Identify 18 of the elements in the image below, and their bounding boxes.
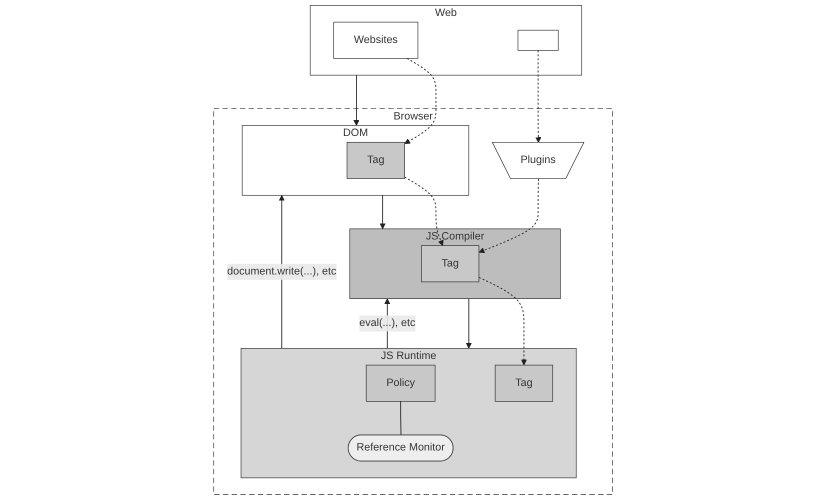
node-box: Websites	[334, 22, 419, 59]
arrow	[354, 74, 360, 126]
arrow	[404, 58, 437, 144]
connector	[400, 400, 402, 436]
arrow	[279, 195, 286, 349]
node-box: Tag	[347, 142, 406, 179]
node-box: Tag	[495, 364, 554, 402]
node-box: Tag	[421, 245, 480, 282]
node-box: Policy	[366, 364, 436, 402]
node-box	[518, 30, 559, 51]
arrow	[404, 176, 444, 246]
arrow	[478, 178, 540, 254]
edge-label: eval(...), etc	[360, 317, 416, 329]
edge-label: document.write(...), etc	[227, 266, 337, 278]
arrow	[478, 276, 528, 366]
arrow	[380, 194, 386, 230]
arrow	[536, 50, 542, 143]
arrow	[466, 298, 472, 349]
